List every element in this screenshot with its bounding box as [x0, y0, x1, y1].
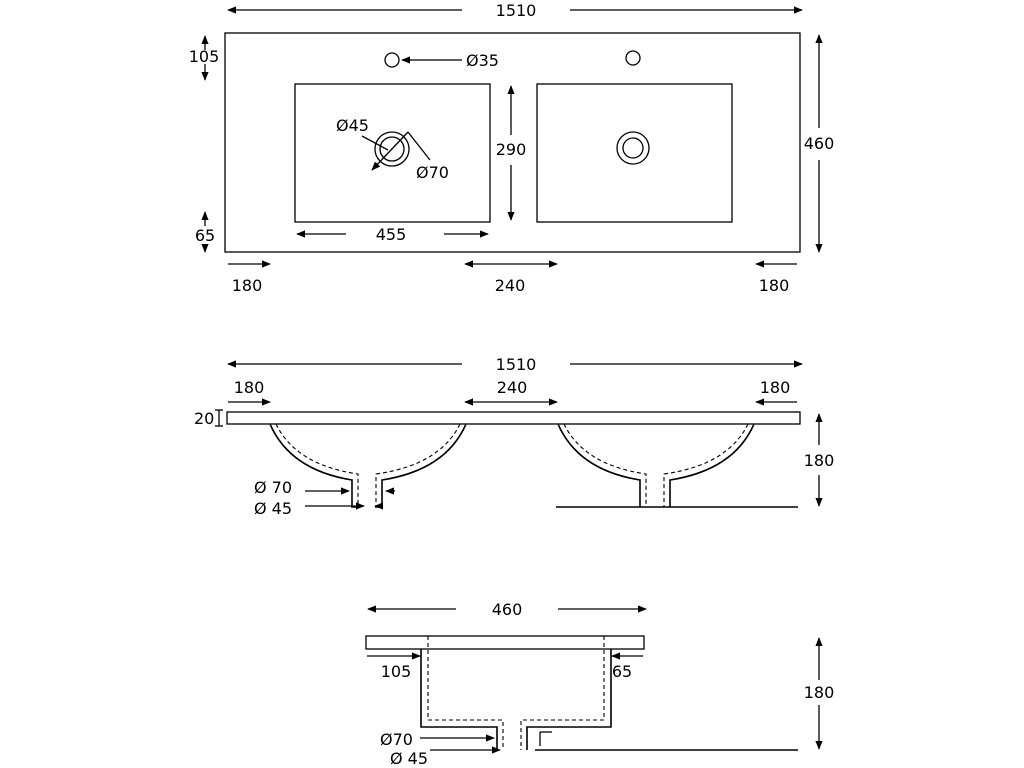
- front-view: 1510 180 240 180 20 180 Ø 70: [194, 355, 834, 518]
- top-right-drain-outer: [616, 131, 650, 165]
- front-left-bowl-inner-right: [375, 423, 461, 507]
- top-left-tap-hole: [384, 52, 400, 68]
- front-countertop-slab: [226, 411, 801, 425]
- drain-leader: [407, 131, 431, 161]
- tap-offset-label: 105: [189, 47, 220, 66]
- front-margin-label: 65: [195, 226, 215, 245]
- front-drain-label: Ø 70: [254, 478, 292, 497]
- side-bowl-inner-right: [520, 636, 605, 750]
- drain-label: Ø70: [416, 163, 449, 182]
- side-bowl-left: [420, 649, 498, 750]
- overflow-leader: [361, 135, 389, 151]
- drain-diameter-line: [371, 131, 409, 171]
- side-back-margin-label: 105: [381, 662, 412, 681]
- depth-label: 460: [804, 134, 835, 153]
- side-height-label: 180: [804, 683, 835, 702]
- top-left-basin: [294, 83, 491, 223]
- side-view: 460 105 65 180 Ø70 Ø 45: [365, 600, 835, 768]
- top-left-drain-inner: [379, 136, 405, 162]
- thickness-label: 20: [194, 409, 214, 428]
- tap-hole-label: Ø35: [466, 51, 499, 70]
- right-edge-label: 180: [759, 276, 790, 295]
- front-right-edge-label: 180: [760, 378, 791, 397]
- basin-width-label: 455: [376, 225, 407, 244]
- front-right-bowl-right: [669, 423, 755, 507]
- overflow-label: Ø45: [336, 116, 369, 135]
- front-left-bowl-left: [269, 423, 359, 508]
- side-front-margin-label: 65: [612, 662, 632, 681]
- basin-depth-label: 290: [496, 140, 527, 159]
- front-height-label: 180: [804, 451, 835, 470]
- gap-label: 240: [495, 276, 526, 295]
- side-overflow-label: Ø 45: [390, 749, 428, 768]
- front-width-label: 1510: [496, 355, 537, 374]
- front-right-bowl-inner-right: [663, 423, 749, 507]
- front-left-bowl-right: [375, 423, 467, 508]
- front-overflow-label: Ø 45: [254, 499, 292, 518]
- side-bowl-inner-left: [427, 636, 504, 750]
- top-left-drain-outer: [374, 131, 410, 167]
- front-left-edge-label: 180: [234, 378, 265, 397]
- front-right-bowl-left: [557, 423, 641, 507]
- top-right-drain-inner: [622, 137, 644, 159]
- side-countertop-slab: [365, 635, 645, 650]
- left-edge-label: 180: [232, 276, 263, 295]
- top-countertop-outline: [224, 32, 801, 253]
- front-left-bowl-inner-left: [275, 423, 359, 507]
- front-gap-label: 240: [497, 378, 528, 397]
- side-bowl-right: [526, 649, 612, 750]
- top-right-tap-hole: [625, 50, 641, 66]
- top-right-basin: [536, 83, 733, 223]
- top-width-label: 1510: [496, 1, 537, 20]
- front-right-bowl-inner-left: [563, 423, 647, 507]
- side-drain-label: Ø70: [380, 730, 413, 749]
- side-depth-label: 460: [492, 600, 523, 619]
- top-view: 1510 Ø35 Ø45 Ø70 290 460 105: [189, 1, 835, 295]
